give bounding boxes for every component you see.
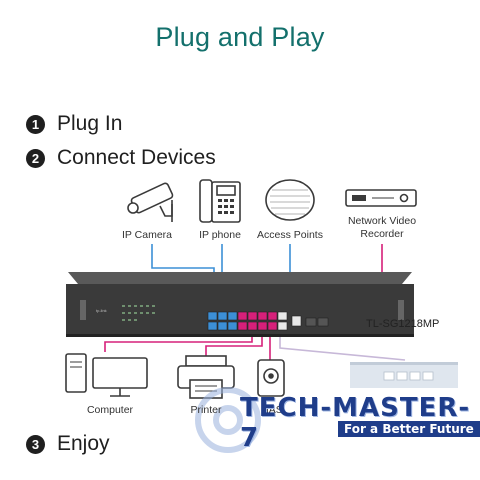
step-number-icon: 3	[26, 434, 45, 454]
computer-label: Computer	[86, 404, 134, 416]
step-number-icon: 1	[26, 114, 45, 134]
switch-model-label: TL-SG1218MP	[366, 318, 440, 330]
watermark-title: TECH-MASTER-7	[240, 393, 471, 453]
access-point-icon	[265, 179, 315, 221]
svg-text:tp-link: tp-link	[96, 308, 107, 313]
step-enjoy: 3 Enjoy	[26, 430, 110, 458]
nvr-icon	[345, 189, 417, 207]
ip-camera-icon	[127, 182, 174, 222]
step-connect-devices: 2 Connect Devices	[26, 144, 216, 172]
page-title: Plug and Play	[155, 22, 325, 52]
printer-icon	[177, 355, 235, 399]
nas-icon	[257, 359, 285, 397]
computer-icon	[65, 353, 148, 397]
gear-icon	[195, 387, 261, 453]
extra-switch-link	[279, 334, 406, 361]
nvr-label-line2: Recorder	[360, 228, 404, 240]
ip-camera-label: IP Camera	[122, 229, 172, 241]
step-number-icon: 2	[26, 148, 45, 168]
ip-phone-icon	[199, 179, 241, 223]
nas-label: NAS	[261, 404, 283, 416]
nvr-label: Network Video Recorder	[338, 215, 426, 241]
ip-phone-label: IP phone	[199, 229, 241, 241]
extra-switch-icon	[350, 362, 458, 388]
step-plug-in: 1 Plug In	[26, 110, 122, 138]
watermark-subtitle: For a Better Future	[338, 421, 480, 437]
printer-link	[205, 334, 263, 356]
nvr-label-line1: Network Video	[347, 215, 417, 227]
step-text: Enjoy	[57, 432, 110, 455]
printer-label: Printer	[190, 404, 222, 416]
switch-icon: tp-link	[66, 272, 414, 337]
step-text: Plug In	[57, 112, 123, 135]
access-points-label: Access Points	[257, 229, 323, 241]
computer-link	[104, 334, 253, 352]
step-text: Connect Devices	[57, 146, 216, 169]
